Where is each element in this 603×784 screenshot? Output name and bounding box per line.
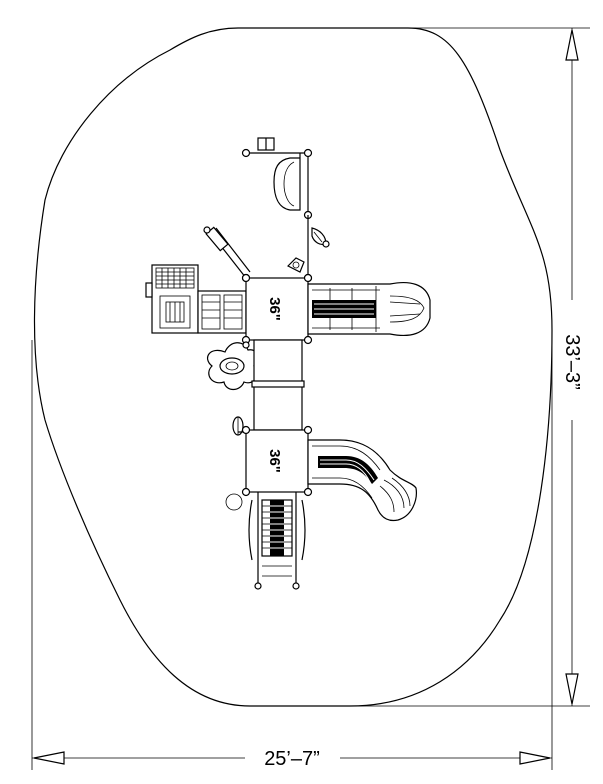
grid-hatch [156, 268, 194, 288]
use-zone-boundary [33, 27, 553, 707]
straight-slide [307, 281, 431, 337]
upper-deck: 36" [241, 273, 313, 345]
lower-ladder [225, 492, 306, 590]
height-dimension: 33’–3” [238, 27, 590, 707]
entry-grip-rail [241, 137, 313, 220]
left-climber-panels [145, 264, 247, 334]
lower-deck: 36" [241, 425, 313, 497]
flower-panel [207, 341, 259, 391]
crawl-tunnel [251, 339, 305, 431]
width-label: 25’–7” [264, 748, 320, 770]
curved-slide [307, 439, 417, 522]
width-dimension: 25’–7” [31, 330, 553, 770]
lower-deck-label: 36" [266, 449, 283, 473]
telescope [203, 226, 251, 283]
height-label: 33’–3” [561, 334, 583, 390]
bird-panel [286, 215, 330, 283]
upper-deck-label: 36" [266, 297, 283, 321]
